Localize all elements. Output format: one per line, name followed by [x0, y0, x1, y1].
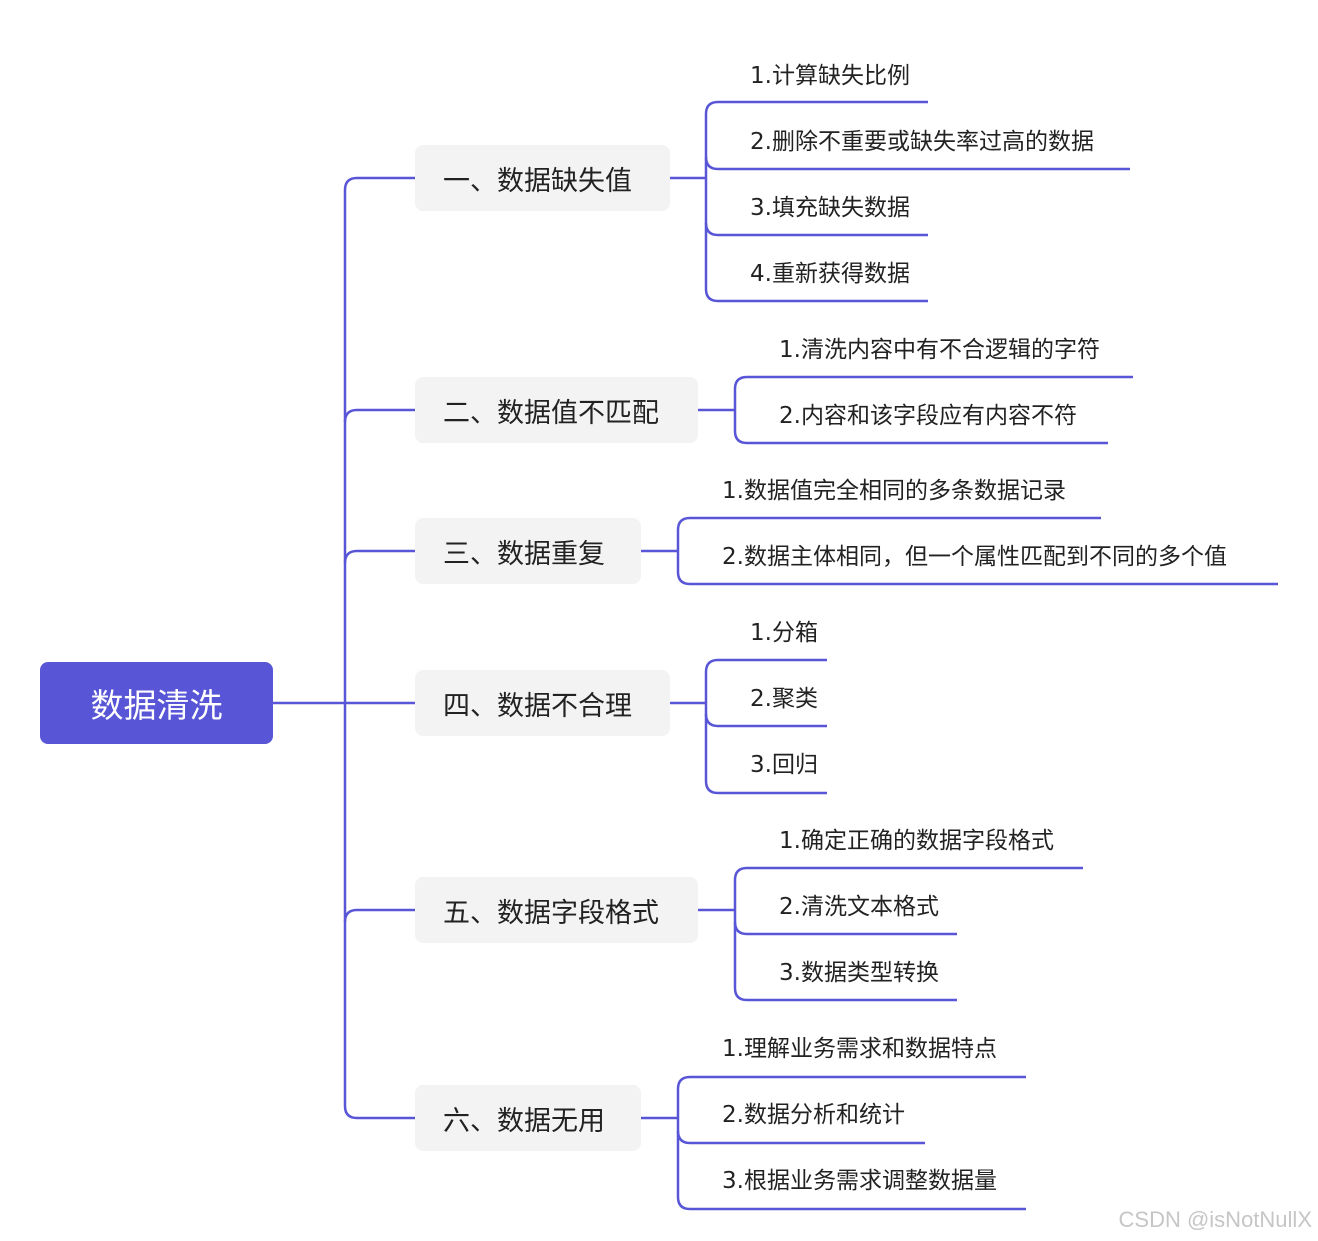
branch-value-mismatch[interactable]: 二、数据值不匹配 — [415, 377, 698, 443]
branch-duplicates[interactable]: 三、数据重复 — [415, 518, 641, 584]
leaf-item[interactable]: 4.重新获得数据 — [750, 261, 910, 287]
leaf-item[interactable]: 2.内容和该字段应有内容不符 — [779, 403, 1077, 429]
root-node[interactable]: 数据清洗 — [40, 662, 273, 744]
leaf-item[interactable]: 1.计算缺失比例 — [750, 63, 910, 89]
leaf-item[interactable]: 3.根据业务需求调整数据量 — [722, 1168, 997, 1194]
leaf-item[interactable]: 1.数据值完全相同的多条数据记录 — [722, 478, 1066, 504]
leaf-item[interactable]: 1.理解业务需求和数据特点 — [722, 1036, 997, 1062]
leaf-item[interactable]: 3.数据类型转换 — [779, 960, 939, 986]
leaf-item[interactable]: 2.清洗文本格式 — [779, 894, 939, 920]
leaf-item[interactable]: 2.数据分析和统计 — [722, 1102, 905, 1128]
watermark: CSDN @isNotNullX — [1118, 1207, 1312, 1232]
leaf-item[interactable]: 1.清洗内容中有不合逻辑的字符 — [779, 337, 1100, 363]
leaf-item[interactable]: 2.删除不重要或缺失率过高的数据 — [750, 129, 1094, 155]
branch-field-format[interactable]: 五、数据字段格式 — [415, 877, 698, 943]
branch-unreasonable-data[interactable]: 四、数据不合理 — [415, 670, 670, 736]
leaf-item[interactable]: 1.分箱 — [750, 620, 818, 646]
branch-useless-data[interactable]: 六、数据无用 — [415, 1085, 641, 1151]
branch-missing-values[interactable]: 一、数据缺失值 — [415, 145, 670, 211]
leaf-item[interactable]: 1.确定正确的数据字段格式 — [779, 828, 1054, 854]
leaf-item[interactable]: 3.填充缺失数据 — [750, 195, 910, 221]
leaf-item[interactable]: 2.数据主体相同，但一个属性匹配到不同的多个值 — [722, 544, 1227, 570]
leaf-item[interactable]: 3.回归 — [750, 752, 818, 778]
leaf-item[interactable]: 2.聚类 — [750, 686, 818, 712]
